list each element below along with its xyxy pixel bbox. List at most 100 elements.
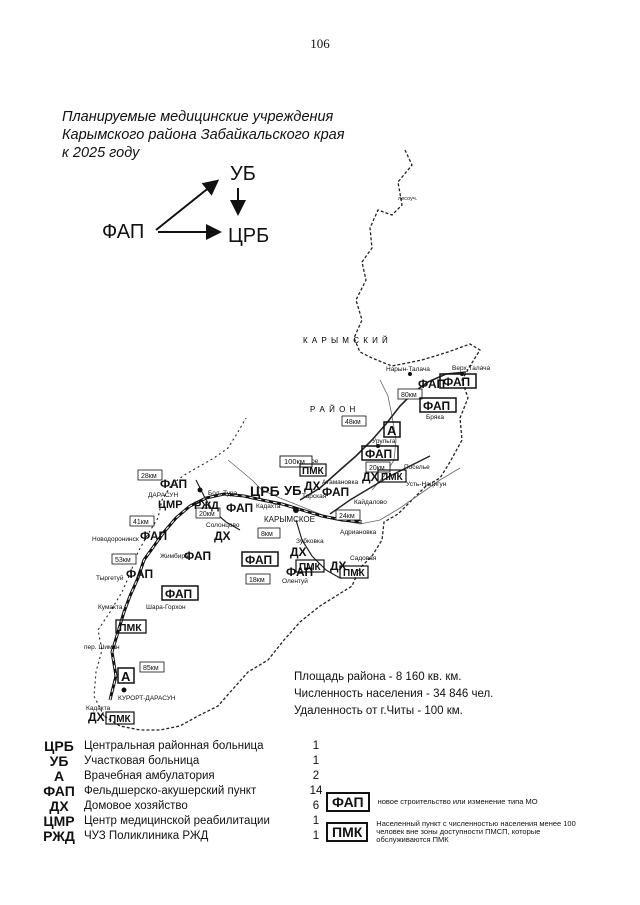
stat-population: Численность населения - 34 846 чел.	[294, 688, 494, 700]
distance-85km: 85км	[143, 665, 159, 672]
fap-naryn-talacha: ФАП	[418, 377, 445, 391]
place-zhimbira: Жимбира	[160, 552, 189, 560]
settlement-karymskoe	[293, 507, 299, 513]
place-ust-nazigun: Усть-Нацигун	[406, 481, 447, 488]
place-kumakta: Кумакта	[98, 604, 123, 611]
place-naryn-talacha: Нарын-Талача	[386, 366, 430, 373]
legend-abbr: ДХ	[49, 797, 69, 814]
place-solontsovo: Солонцово	[206, 522, 240, 529]
place-tyrgetui: Тыргетуй	[96, 574, 124, 582]
pmk-podlesnoe: ПМК	[302, 466, 325, 477]
legend-box-pmk-text: Населенный пункт с численностью населени…	[376, 819, 576, 844]
pmk-kadakta: ПМК	[109, 714, 132, 725]
distance-20km-east: 20км	[369, 465, 385, 472]
legend-count: 1	[312, 814, 320, 827]
place-sadovaya: Садовая	[350, 555, 377, 562]
distance-41km: 41км	[133, 519, 149, 526]
legend-name: Фельдшерско-акушерский пункт	[84, 784, 257, 797]
arrow-fap-to-ub	[155, 179, 220, 231]
legend-count: 2	[312, 769, 320, 782]
place-zubkovo: Зубковка	[296, 537, 324, 545]
place-atamanovka: Атамановка	[322, 479, 358, 486]
legend-name: Врачебная амбулатория	[84, 769, 215, 782]
place-bol-tura: Бол. Тура	[208, 490, 238, 497]
place-poselye: Поселье	[404, 464, 430, 471]
pmk-sadovaya: ПМК	[343, 568, 366, 579]
place-kadakhta: Кадахта	[256, 503, 281, 510]
map-title-line-2: Карымского района Забайкальского края	[62, 127, 345, 143]
place-kurort-darasun: КУРОРТ-ДАРАСУН	[118, 695, 176, 702]
cmr-darasun: ЦМР	[158, 499, 183, 511]
legend-name: Участковая больница	[84, 754, 200, 767]
place-adrianovka: Адриановка	[340, 529, 377, 536]
legend-row-rzd: РЖД ЧУЗ Поликлиника РЖД 1	[38, 828, 328, 843]
legend-abbr: РЖД	[43, 827, 75, 844]
fap-novodoronino: ФАП	[140, 529, 167, 543]
place-per-shiman: пер. Шиман	[84, 644, 120, 651]
fap-shara-gorkhon: ФАП	[165, 587, 192, 601]
place-kadakta: Кадакта	[86, 705, 111, 712]
legend-row-crb: ЦРБ Центральная районная больница 1	[38, 738, 328, 753]
settlement-darasun	[197, 487, 203, 493]
flow-crb-label: ЦРБ	[228, 225, 270, 247]
dx-poselye: ДХ	[362, 470, 379, 484]
place-kaidalovo: Кайдалово	[354, 498, 387, 506]
legend-box-pmk: ПМК Населенный пункт с численностью насе…	[326, 820, 586, 844]
pmk-poselye: ПМК	[381, 472, 404, 483]
legend-abbr: А	[53, 767, 65, 784]
flow-arrows	[155, 179, 246, 240]
place-novodoronino: Новодоронинск	[92, 536, 139, 543]
legend-row-ub: УБ Участковая больница 1	[38, 753, 328, 768]
stat-area: Площадь района - 8 160 кв. км.	[294, 671, 462, 683]
fap-atamanovka: ФАП	[322, 485, 349, 499]
ambulatory-kurort-darasun: А	[121, 669, 131, 684]
road-north	[299, 371, 467, 501]
pmk-zubkovo: ПМК	[299, 562, 322, 573]
legend-row-dx: ДХ Домовое хозяйство 6	[38, 798, 328, 813]
pmk-kumakta: ПМК	[119, 622, 142, 634]
dx-solontsovo: ДХ	[214, 529, 231, 543]
region-label-karymsky: К А Р Ы М С К И Й	[303, 336, 389, 345]
fap-olentui: ФАП	[286, 565, 313, 579]
distance-80km: 80км	[401, 392, 417, 399]
legend-name: Центр медицинской реабилитации	[84, 814, 270, 827]
upgrade-flow-diagram: ФАП УБ ЦРБ	[100, 160, 280, 260]
dx-kadakta: ДХ	[88, 710, 105, 724]
stat-distance: Удаленность от г.Читы - 100 км.	[294, 705, 463, 717]
page-number: 106	[310, 36, 330, 51]
place-olentui: Олентуй	[282, 577, 308, 585]
fap-darasun-box: ФАП	[160, 477, 187, 491]
rzd-darasun: РЖД	[194, 500, 219, 512]
district-boundary	[103, 149, 481, 731]
fap-verkh-talacha: ФАП	[443, 375, 470, 389]
flow-ub-label: УБ	[230, 163, 256, 185]
region-label-raion: Р А Й О Н	[310, 405, 356, 414]
distance-18km: 18км	[249, 577, 265, 584]
distance-20km-west: 20км	[199, 511, 215, 518]
ambulatory-urulga: А	[387, 423, 397, 438]
dx-zubkovo: ДХ	[290, 545, 307, 559]
place-darasun: ДАРАСУН	[148, 492, 178, 499]
fap-tyrgetui: ФАП	[126, 567, 153, 581]
legend-abbr: ФАП	[43, 782, 75, 799]
river-north	[371, 379, 397, 491]
settlement-naryn-talacha	[408, 372, 412, 376]
place-bryaka: Бряка	[426, 414, 444, 421]
legend-box-pmk-symbol: ПМК	[326, 822, 369, 842]
place-urulga: Урульга	[372, 438, 396, 445]
place-karymskoe: КАРЫМСКОЕ	[264, 515, 315, 524]
facility-legend: ЦРБ Центральная районная больница 1 УБ У…	[38, 738, 328, 843]
legend-abbr: ЦМР	[43, 812, 75, 829]
legend-box-fap-symbol: ФАП	[326, 792, 370, 812]
legend-abbr: УБ	[49, 752, 69, 769]
fap-zubkovo: ФАП	[245, 553, 272, 567]
legend-count: 1	[312, 754, 320, 767]
legend-row-a: А Врачебная амбулатория 2	[38, 768, 328, 783]
legend-abbr: ЦРБ	[44, 737, 74, 754]
legend-row-cmr: ЦМР Центр медицинской реабилитации 1	[38, 813, 328, 828]
ub-karymskoe: УБ	[284, 483, 301, 498]
fap-zhimbira: ФАП	[184, 549, 211, 563]
legend-name: Домовое хозяйство	[84, 799, 188, 812]
place-lesosuch: лесоуч.	[398, 196, 418, 202]
